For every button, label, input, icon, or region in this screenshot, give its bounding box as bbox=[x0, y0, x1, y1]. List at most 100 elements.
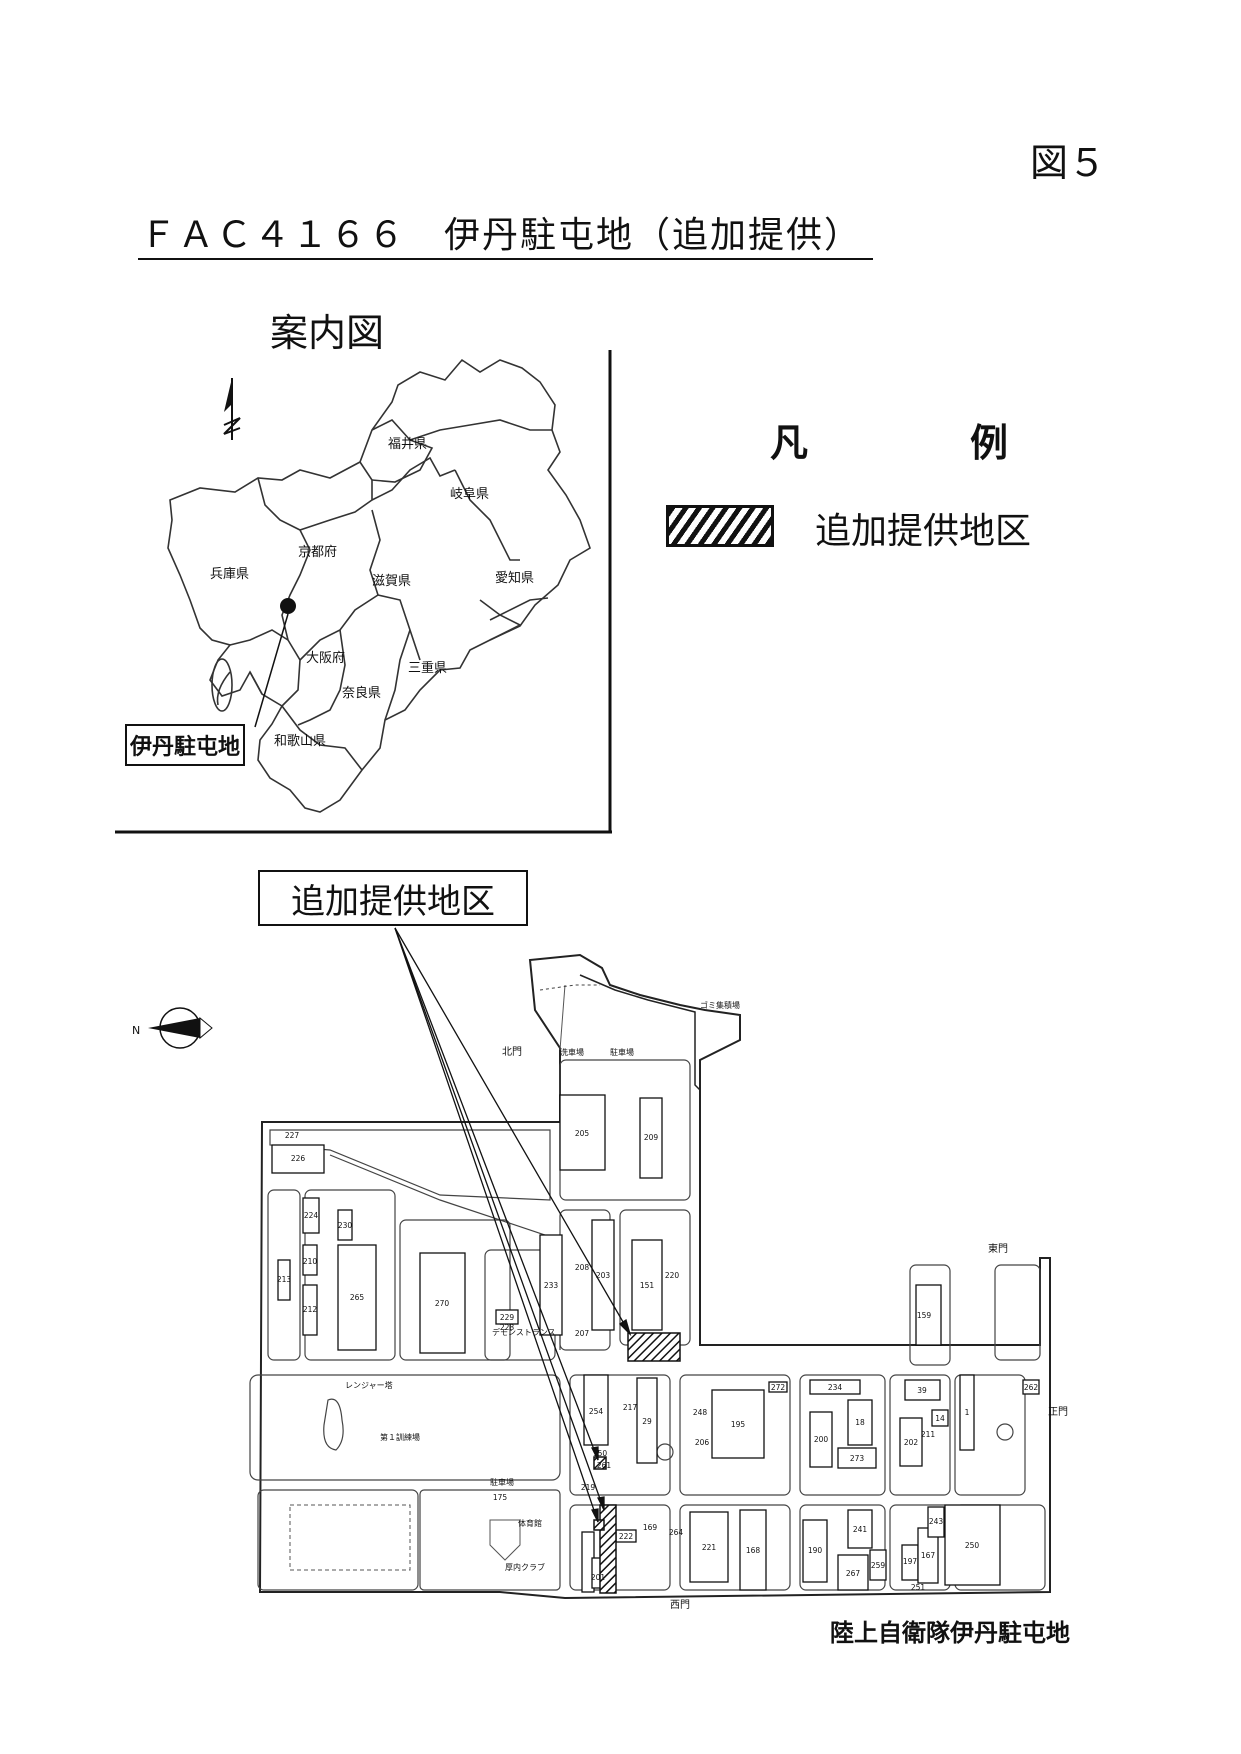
legend-item-label: 追加提供地区 bbox=[815, 511, 1032, 552]
map-label: 261 bbox=[597, 1461, 612, 1470]
map-label: 209 bbox=[644, 1133, 659, 1142]
map-label: 243 bbox=[929, 1517, 944, 1526]
callout-arrows bbox=[394, 927, 632, 1523]
map-label: 251 bbox=[911, 1583, 926, 1592]
map-label: 222 bbox=[619, 1532, 634, 1541]
building-151 bbox=[631, 1239, 663, 1331]
map-label: 210 bbox=[303, 1257, 318, 1266]
map-label: 265 bbox=[350, 1293, 365, 1302]
gate-main: 正門 bbox=[1048, 1406, 1068, 1418]
map-label: 203 bbox=[596, 1271, 611, 1280]
area-club: 厚内クラブ bbox=[505, 1562, 545, 1572]
map-label: 212 bbox=[303, 1305, 318, 1314]
building-265 bbox=[337, 1244, 377, 1351]
building-259 bbox=[869, 1549, 887, 1581]
area-parking-2: 駐車場 bbox=[490, 1477, 514, 1487]
map-label: 230 bbox=[338, 1221, 353, 1230]
map-label: 219 bbox=[581, 1483, 596, 1492]
additional-area-callout: 追加提供地区 bbox=[258, 870, 528, 926]
north-arrow-icon bbox=[223, 378, 241, 440]
provision-area-1 bbox=[627, 1332, 681, 1362]
building-202 bbox=[899, 1417, 923, 1467]
gate-east: 東門 bbox=[988, 1242, 1008, 1255]
area-carwash: 洗車場 bbox=[560, 1047, 584, 1057]
map-label: 29 bbox=[642, 1417, 652, 1426]
map-label: 262 bbox=[1024, 1383, 1039, 1392]
pref-aichi: 愛知県 bbox=[495, 570, 534, 586]
building-159 bbox=[915, 1284, 942, 1346]
map-label: 202 bbox=[904, 1438, 919, 1447]
north-label: N bbox=[132, 1024, 140, 1037]
pref-nara: 奈良県 bbox=[342, 685, 381, 701]
provision-area-4 bbox=[593, 1519, 605, 1531]
map-label: 270 bbox=[435, 1299, 450, 1308]
figure-number: 図５ bbox=[1030, 141, 1107, 185]
building-230 bbox=[337, 1209, 353, 1241]
building-229 bbox=[495, 1309, 519, 1325]
map-label: 175 bbox=[493, 1493, 508, 1502]
map-label: 18 bbox=[855, 1418, 865, 1427]
map-label: 168 bbox=[746, 1546, 761, 1555]
map-label: 264 bbox=[669, 1528, 684, 1537]
building-262 bbox=[1022, 1379, 1040, 1395]
map-label: 229 bbox=[500, 1313, 515, 1322]
pref-gifu: 岐阜県 bbox=[450, 486, 489, 502]
map-label: 206 bbox=[695, 1438, 710, 1447]
location-map-label: 案内図 bbox=[270, 311, 385, 355]
site-buildings bbox=[271, 1094, 1040, 1593]
building-241 bbox=[847, 1509, 873, 1549]
map-label: 220 bbox=[665, 1271, 680, 1280]
building-14 bbox=[931, 1409, 949, 1427]
map-label: 226 bbox=[291, 1154, 306, 1163]
building-190 bbox=[802, 1519, 828, 1583]
map-label: 205 bbox=[575, 1129, 590, 1138]
building-273 bbox=[837, 1447, 877, 1469]
map-label: 169 bbox=[643, 1523, 658, 1532]
building-267 bbox=[837, 1554, 869, 1591]
building-213 bbox=[277, 1259, 291, 1301]
building-39 bbox=[904, 1379, 941, 1401]
site-marker-icon bbox=[280, 598, 296, 614]
map-label: 233 bbox=[544, 1281, 559, 1290]
pref-osaka: 大阪府 bbox=[306, 651, 345, 666]
building-209 bbox=[639, 1097, 663, 1179]
gate-west: 西門 bbox=[670, 1599, 690, 1611]
map-label: 228 bbox=[500, 1323, 515, 1332]
building-270 bbox=[419, 1252, 466, 1354]
building-168 bbox=[739, 1509, 767, 1591]
pref-fukui: 福井県 bbox=[388, 437, 427, 452]
building-226 bbox=[271, 1144, 325, 1174]
map-label: 221 bbox=[702, 1543, 717, 1552]
map-label: 224 bbox=[304, 1211, 319, 1220]
provision-area-3 bbox=[593, 1456, 607, 1470]
map-label: 151 bbox=[640, 1281, 655, 1290]
additional-provision-areas bbox=[593, 1332, 681, 1594]
map-label: 207 bbox=[575, 1329, 590, 1338]
area-gym: 体育館 bbox=[518, 1518, 542, 1528]
map-label: 201 bbox=[591, 1573, 606, 1582]
area-ranger-tower: レンジャー塔 bbox=[345, 1380, 393, 1390]
map-label: 213 bbox=[277, 1275, 292, 1284]
building-212 bbox=[302, 1284, 318, 1336]
map-label: 150 bbox=[593, 1449, 608, 1458]
gate-north: 北門 bbox=[502, 1046, 522, 1058]
building-250 bbox=[944, 1504, 1001, 1586]
title-underline bbox=[138, 258, 873, 260]
map-label: 14 bbox=[935, 1414, 945, 1423]
site-caption: 陸上自衛隊伊丹駐屯地 bbox=[830, 1619, 1070, 1647]
building-29 bbox=[636, 1377, 658, 1464]
legend-hatch-swatch bbox=[666, 505, 774, 547]
map-label: 250 bbox=[965, 1541, 980, 1550]
map-label: 167 bbox=[921, 1551, 936, 1560]
map-label: 217 bbox=[623, 1403, 638, 1412]
pref-mie: 三重県 bbox=[408, 660, 447, 676]
building-195 bbox=[711, 1389, 765, 1459]
area-demo: デモンストランス bbox=[492, 1327, 556, 1337]
building-221 bbox=[689, 1511, 729, 1583]
pref-kyoto: 京都府 bbox=[298, 545, 337, 560]
map-label: 190 bbox=[808, 1546, 823, 1555]
building-205 bbox=[559, 1094, 606, 1171]
map-label: 1 bbox=[965, 1408, 970, 1417]
